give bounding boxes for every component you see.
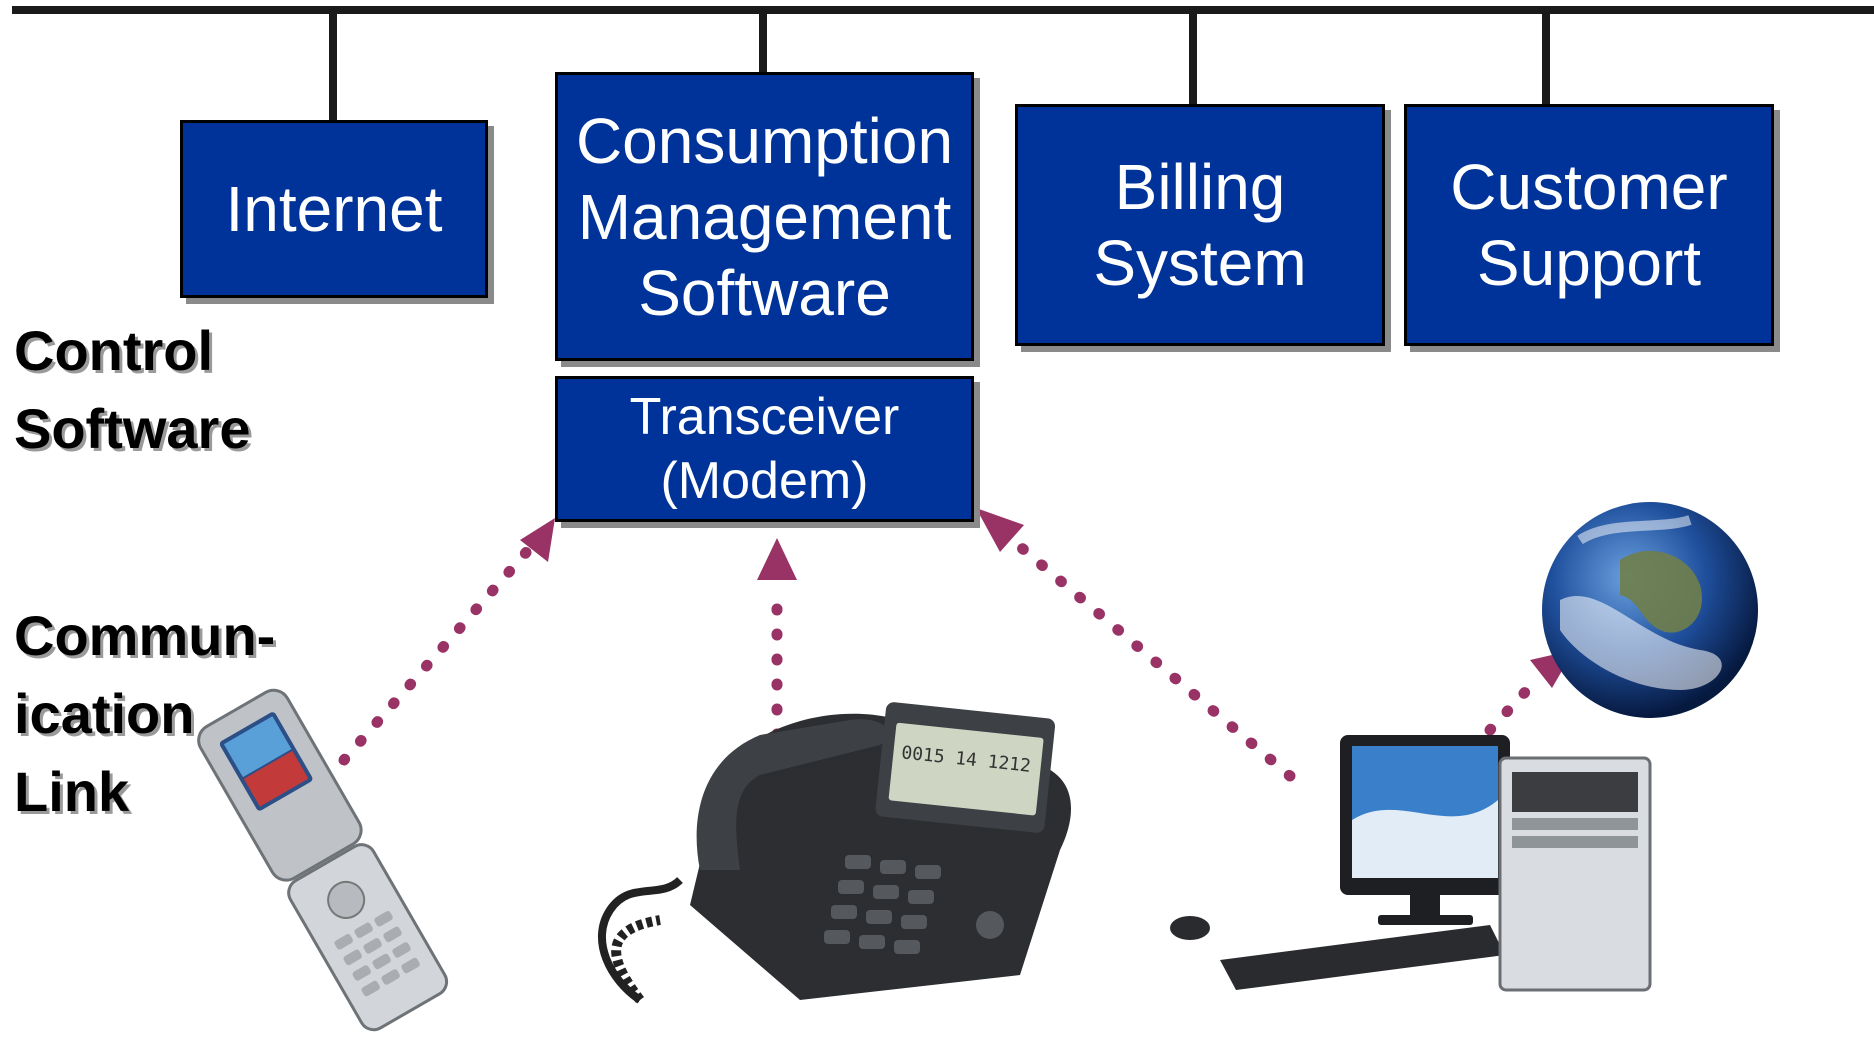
communication-link-label: Commun- ication Link xyxy=(14,604,276,823)
transceiver-modem-label: Transceiver (Modem) xyxy=(629,388,900,510)
customer-support-box: Customer Support xyxy=(1404,104,1774,346)
consumption-management-software-label: Consumption Management Software xyxy=(575,104,954,329)
arrow-phone-to-transceiver xyxy=(338,518,555,766)
internet-box: Internet xyxy=(180,120,488,298)
desk-telephone-image: 0015 14 1212 xyxy=(597,702,1072,1004)
billing-system-label: Billing System xyxy=(1093,151,1307,299)
consumption-management-software-box: Consumption Management Software xyxy=(555,72,974,361)
billing-system-box: Billing System xyxy=(1015,104,1385,346)
arrow-computer-to-transceiver xyxy=(976,508,1296,782)
control-software-label: Control Software xyxy=(14,319,251,460)
desktop-computer-image xyxy=(1170,735,1652,992)
internet-label: Internet xyxy=(225,173,443,245)
transceiver-modem-box: Transceiver (Modem) xyxy=(555,376,974,522)
cell-phone-image xyxy=(197,688,449,1032)
customer-support-label: Customer Support xyxy=(1450,151,1728,299)
earth-globe-image xyxy=(1542,502,1758,718)
